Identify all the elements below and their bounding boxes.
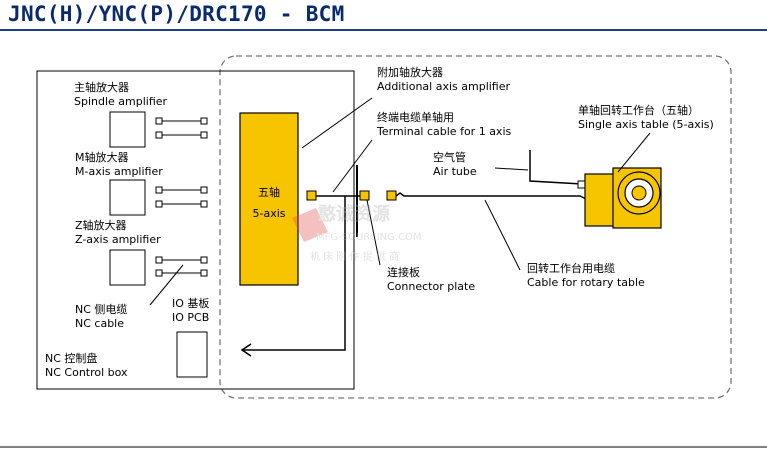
additional-amp-label: 附加轴放大器 Additional axis amplifier xyxy=(377,66,511,93)
five-axis-amplifier xyxy=(239,112,299,286)
terminal-cable-leader xyxy=(332,139,373,193)
air-fitting xyxy=(577,180,586,189)
nc-cable-label: NC 侧电缆 NC cable xyxy=(75,303,128,330)
page-title: JNC(H)/YNC(P)/DRC170 - BCM xyxy=(8,2,345,26)
m-axis-amp-label: M轴放大器 M-axis amplifier xyxy=(75,151,163,178)
spindle-connectors xyxy=(155,117,208,139)
watermark: 憨诚资源 MFG-SOURCING.COM 机 床 附 件 提 供 商 xyxy=(292,203,422,263)
terminal-cable xyxy=(306,190,370,201)
z-axis-amp-label: Z轴放大器 Z-axis amplifier xyxy=(75,219,161,246)
additional-amp-leader xyxy=(301,97,373,149)
m-axis-connectors xyxy=(155,186,208,208)
z-axis-connectors xyxy=(155,256,208,277)
five-axis-cn: 五轴 xyxy=(258,185,280,199)
air-tube-leader xyxy=(494,167,529,171)
io-pcb-box xyxy=(176,331,208,378)
nc-control-box xyxy=(36,70,355,390)
watermark-line1: 憨诚资源 xyxy=(318,203,390,225)
air-tube-label: 空气管 Air tube xyxy=(433,151,477,178)
five-axis-en: 5-axis xyxy=(252,207,285,220)
rotary-cable-leader xyxy=(484,199,521,271)
rotary-table-cable xyxy=(386,190,589,201)
spindle-amplifier-box xyxy=(109,111,146,148)
rotary-cable-label: 回转工作台用电缆 Cable for rotary table xyxy=(527,262,645,289)
nc-return-arrow xyxy=(240,343,252,357)
watermark-line2: MFG-SOURCING.COM xyxy=(316,232,422,243)
terminal-cable-label: 终端电缆单轴用 Terminal cable for 1 axis xyxy=(377,111,512,138)
connector-plate-leader xyxy=(366,199,381,266)
z-axis-amplifier-box xyxy=(109,249,146,286)
connector-plate-label: 连接板 Connector plate xyxy=(387,266,476,293)
io-pcb-label: IO 基板 IO PCB xyxy=(172,297,210,324)
nc-cable-leader xyxy=(149,264,184,306)
air-tube xyxy=(529,150,583,185)
single-axis-table-label: 单轴回转工作台（五轴） Single axis table (5-axis) xyxy=(578,104,714,131)
spindle-amp-label: 主轴放大器 Spindle amplifier xyxy=(74,81,168,108)
watermark-line3: 机 床 附 件 提 供 商 xyxy=(310,250,399,263)
table-leader xyxy=(617,132,651,173)
m-axis-amplifier-box xyxy=(109,179,146,216)
nc-return-cable xyxy=(242,196,346,351)
single-axis-table xyxy=(584,167,662,229)
nc-control-box-label: NC 控制盘 NC Control box xyxy=(45,352,128,379)
watermark-logo xyxy=(292,208,328,242)
